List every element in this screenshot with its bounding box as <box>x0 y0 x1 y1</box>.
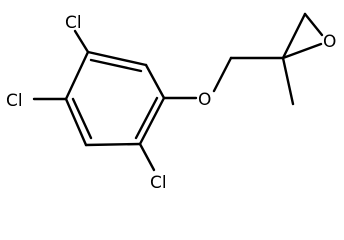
ring-bond-right-inner <box>134 96 159 140</box>
cl-top-label: Cl <box>65 13 82 33</box>
ring-bond-top-left <box>86 50 148 67</box>
bond-to-cl-top <box>73 29 90 54</box>
ring-bond-top-right <box>144 63 166 100</box>
ring-bond-bottom <box>84 142 142 147</box>
molecule-structure-svg: Cl Cl Cl O O <box>6 12 336 193</box>
cl-bottom-label: Cl <box>150 173 167 193</box>
bond-to-cl-bottom <box>138 142 156 172</box>
ring-bond-right <box>138 96 166 146</box>
epoxide-c-o-bond-bottom <box>281 42 323 60</box>
epoxide-c-c-bond <box>281 12 307 60</box>
ring-bond-bottom-left <box>64 97 88 147</box>
molecule-diagram: Cl Cl Cl O O <box>6 12 337 193</box>
ring-bond-left <box>64 50 90 101</box>
ether-oxygen-label: O <box>198 90 211 110</box>
epoxide-oxygen-label: O <box>323 32 336 52</box>
ring-bond-bottom-left-inner <box>71 97 93 140</box>
cl-left-label: Cl <box>6 91 23 111</box>
epoxide-c-o-bond-top <box>303 12 324 37</box>
epoxide-ring <box>281 12 324 60</box>
ring-bond-top-left-inner <box>89 58 143 73</box>
bond-to-methyl <box>281 56 295 106</box>
bond-ether-oxygen-to-ch2 <box>212 56 233 93</box>
benzene-ring <box>64 50 166 147</box>
